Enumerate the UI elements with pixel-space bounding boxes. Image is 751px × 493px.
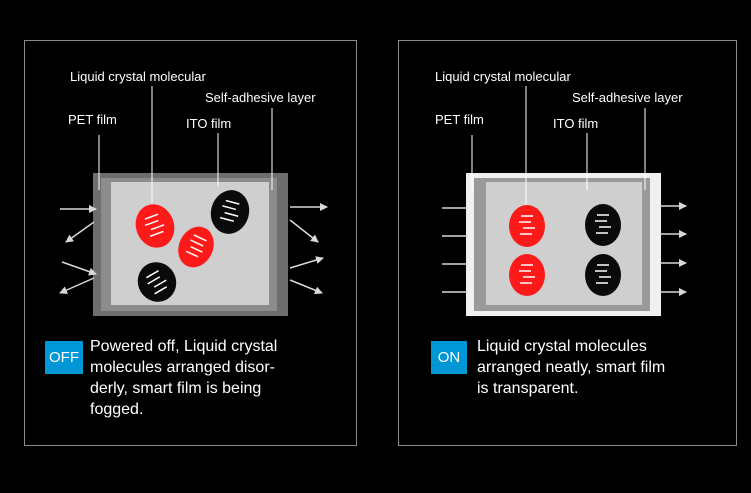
on-molecules xyxy=(509,204,621,296)
off-arrow-out-4 xyxy=(289,279,323,295)
off-film-stack xyxy=(93,173,288,316)
on-label-liquid-crystal: Liquid crystal molecular xyxy=(435,69,571,84)
on-label-ito-film: ITO film xyxy=(553,116,599,131)
off-molecule-black-2 xyxy=(137,262,177,302)
off-label-self-adhesive: Self-adhesive layer xyxy=(205,90,316,105)
off-leader-lines xyxy=(98,86,273,203)
on-status-badge: ON xyxy=(431,341,467,374)
off-molecule-red-2 xyxy=(178,226,214,268)
on-molecule-red-2 xyxy=(509,254,545,296)
on-state-panel xyxy=(398,40,737,446)
off-arrow-out-2 xyxy=(289,219,319,243)
off-arrow-scatter-1 xyxy=(65,221,95,243)
on-label-pet-film: PET film xyxy=(435,112,484,127)
on-label-self-adhesive: Self-adhesive layer xyxy=(572,90,683,105)
off-arrow-scatter-2 xyxy=(59,277,95,294)
on-molecule-black-1 xyxy=(585,204,621,246)
on-light-arrows-in xyxy=(442,207,468,293)
off-light-arrows xyxy=(59,203,328,295)
on-leader-lines xyxy=(471,86,646,206)
off-arrow-out-3 xyxy=(289,256,324,269)
on-description: Liquid crystal molecules arranged neatly… xyxy=(477,338,666,397)
on-molecule-black-2 xyxy=(585,254,621,296)
on-molecule-red-1 xyxy=(509,205,545,247)
on-film-stack xyxy=(466,173,661,316)
off-molecules xyxy=(135,190,250,302)
off-label-liquid-crystal: Liquid crystal molecular xyxy=(70,69,206,84)
off-status-badge: OFF xyxy=(45,341,83,374)
off-molecule-red-1 xyxy=(135,204,175,248)
off-arrow-in-2 xyxy=(61,261,97,276)
off-description: Powered off, Liquid crystal molecules ar… xyxy=(90,338,278,418)
on-light-arrows-out xyxy=(660,202,687,296)
off-label-pet-film: PET film xyxy=(68,112,117,127)
off-state-panel xyxy=(24,40,357,446)
off-molecule-black-1 xyxy=(210,190,250,234)
off-label-ito-film: ITO film xyxy=(186,116,232,131)
